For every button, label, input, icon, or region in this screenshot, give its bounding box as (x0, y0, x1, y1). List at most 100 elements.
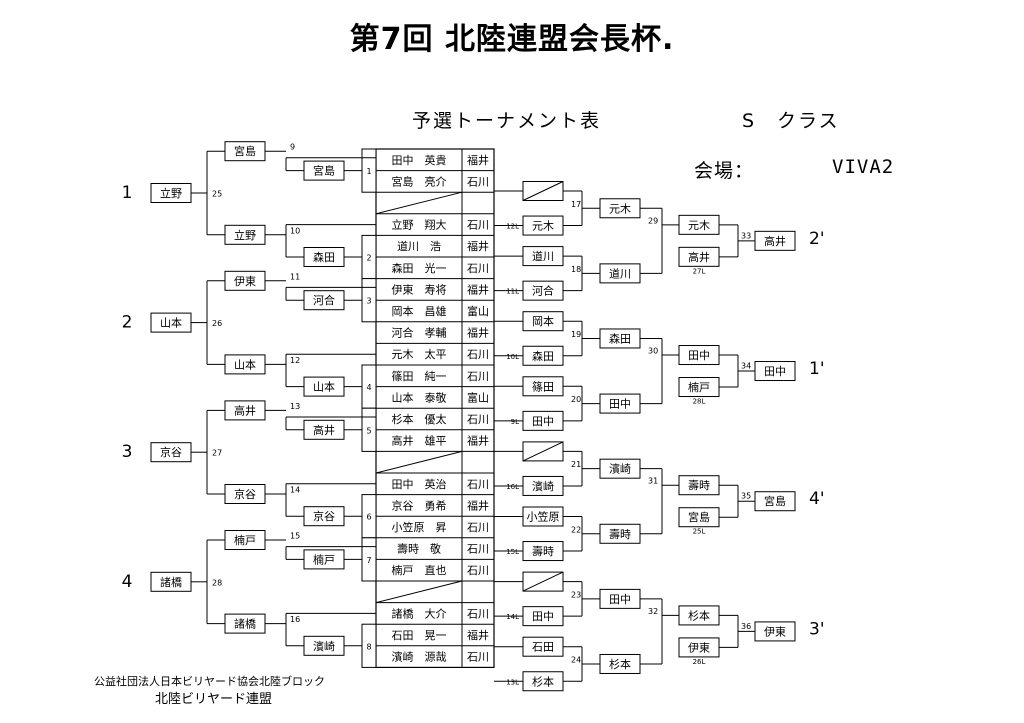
match-number: 4 (366, 383, 371, 392)
r1-winner-box-label: 京谷 (313, 509, 335, 523)
player-prefecture: 石川 (467, 607, 489, 620)
player-name: 田中 英貴 (392, 153, 447, 167)
right-r2-box-label: 元木 (609, 202, 631, 215)
loser-tag: 27L (693, 267, 706, 275)
bye-diagonal (375, 191, 463, 215)
match-number: 2 (366, 254, 371, 263)
semi-winner-box-label: 山本 (234, 357, 256, 371)
match-number: 13 (290, 402, 300, 411)
match-number: 20 (571, 395, 581, 404)
player-prefecture: 富山 (467, 390, 489, 404)
semi-winner-box-label: 伊東 (234, 275, 256, 288)
semi-winner-box-label: 立野 (234, 228, 256, 242)
right-final-box-label: 高井 (764, 234, 786, 248)
right-r2-box-label: 壽時 (609, 527, 631, 541)
r1-winner-box-label: 濱崎 (313, 639, 335, 653)
right-r2-box-label: 田中 (609, 398, 631, 411)
right-r1-box-label: 濱崎 (532, 479, 554, 493)
match-number: 3 (366, 297, 371, 306)
semi-winner-box-label: 宮島 (234, 144, 256, 158)
match-number: 27 (212, 449, 222, 458)
group-winner-box-label: 京谷 (160, 445, 182, 459)
class-label: S クラス (742, 110, 840, 132)
match-number: 9 (290, 143, 295, 152)
group-number: 1 (122, 183, 133, 203)
right-r1-box-label: 壽時 (532, 544, 554, 558)
r1-winner-box-label: 宮島 (313, 164, 335, 178)
seed-number: 2' (809, 229, 825, 249)
right-r1-box-label: 小笠原 (527, 510, 560, 524)
match-number: 35 (741, 492, 751, 501)
semi-winner-box-label: 高井 (234, 403, 256, 417)
player-name: 杉本 優太 (392, 412, 447, 426)
player-name: 立野 翔大 (392, 218, 447, 232)
group-number: 4 (122, 572, 133, 592)
group-winner-box-label: 立野 (160, 186, 182, 200)
player-name: 田中 英治 (392, 477, 447, 491)
loser-tag: 15L (506, 548, 519, 556)
right-r3-box-label: 伊東 (688, 641, 710, 654)
right-r2-box-label: 森田 (609, 331, 631, 345)
org-name-line2: 北陸ビリヤード連盟 (155, 692, 273, 707)
player-prefecture: 福井 (467, 239, 489, 253)
right-r1-box-label: 篠田 (532, 379, 554, 393)
player-prefecture: 石川 (467, 175, 489, 188)
right-r3-box-label: 高井 (688, 250, 710, 264)
player-prefecture: 石川 (467, 543, 489, 556)
right-r1-box-label: 杉本 (532, 674, 554, 688)
match-number: 14 (290, 486, 300, 495)
semi-winner-box-label: 諸橋 (234, 617, 256, 631)
match-number: 11 (290, 272, 300, 281)
right-final-box-label: 宮島 (764, 494, 786, 508)
right-r1-box-label: 森田 (532, 349, 554, 363)
r1-winner-box-label: 山本 (313, 380, 335, 394)
player-name: 森田 光一 (392, 261, 447, 275)
right-r3-box-label: 杉本 (688, 608, 710, 622)
player-name: 石田 晃一 (392, 629, 447, 642)
bye-diagonal (375, 580, 463, 604)
match-number: 33 (741, 231, 751, 240)
player-name: 小笠原 昇 (392, 520, 447, 534)
right-r2-box-label: 濱崎 (609, 462, 631, 476)
player-name: 道川 浩 (397, 239, 441, 253)
r1-winner-box-label: 高井 (313, 423, 335, 437)
player-prefecture: 石川 (467, 651, 489, 664)
loser-tag: 14L (506, 613, 519, 621)
venue-label: 会場： (694, 160, 755, 182)
player-prefecture: 石川 (467, 564, 489, 577)
match-number: 21 (571, 460, 581, 469)
player-name: 諸橋 大介 (392, 606, 447, 620)
match-number: 28 (212, 578, 222, 587)
match-number: 32 (648, 607, 658, 616)
r1-winner-box-label: 森田 (313, 250, 335, 264)
seed-number: 4' (809, 489, 825, 509)
player-prefecture: 福井 (467, 628, 489, 642)
player-name: 篠田 純一 (392, 369, 447, 383)
bye-diagonal (522, 181, 564, 201)
right-r3-box-label: 宮島 (688, 510, 710, 524)
bye-diagonal (522, 441, 564, 462)
loser-tag: 10L (506, 353, 519, 361)
right-r2-box-label: 田中 (609, 593, 631, 606)
player-prefecture: 石川 (467, 370, 489, 383)
match-number: 30 (648, 347, 658, 356)
group-number: 2 (122, 313, 133, 333)
match-number: 7 (366, 556, 371, 565)
right-r1-box-label: 岡本 (532, 314, 554, 328)
right-final-box-label: 田中 (764, 365, 786, 378)
player-prefecture: 石川 (467, 348, 489, 361)
match-number: 22 (571, 525, 581, 534)
player-name: 壽時 敬 (397, 542, 441, 556)
player-prefecture: 福井 (467, 326, 489, 340)
match-number: 31 (648, 477, 658, 486)
bye-diagonal (375, 450, 463, 474)
loser-tag: 25L (693, 528, 706, 536)
right-r3-box-label: 元木 (688, 219, 710, 232)
player-name: 岡本 昌雄 (392, 304, 447, 318)
player-prefecture: 石川 (467, 478, 489, 491)
loser-tag: 9L (511, 418, 519, 426)
match-number: 17 (571, 200, 581, 209)
seed-number: 1' (809, 359, 825, 379)
player-prefecture: 福井 (467, 498, 489, 512)
match-number: 12 (290, 356, 300, 365)
